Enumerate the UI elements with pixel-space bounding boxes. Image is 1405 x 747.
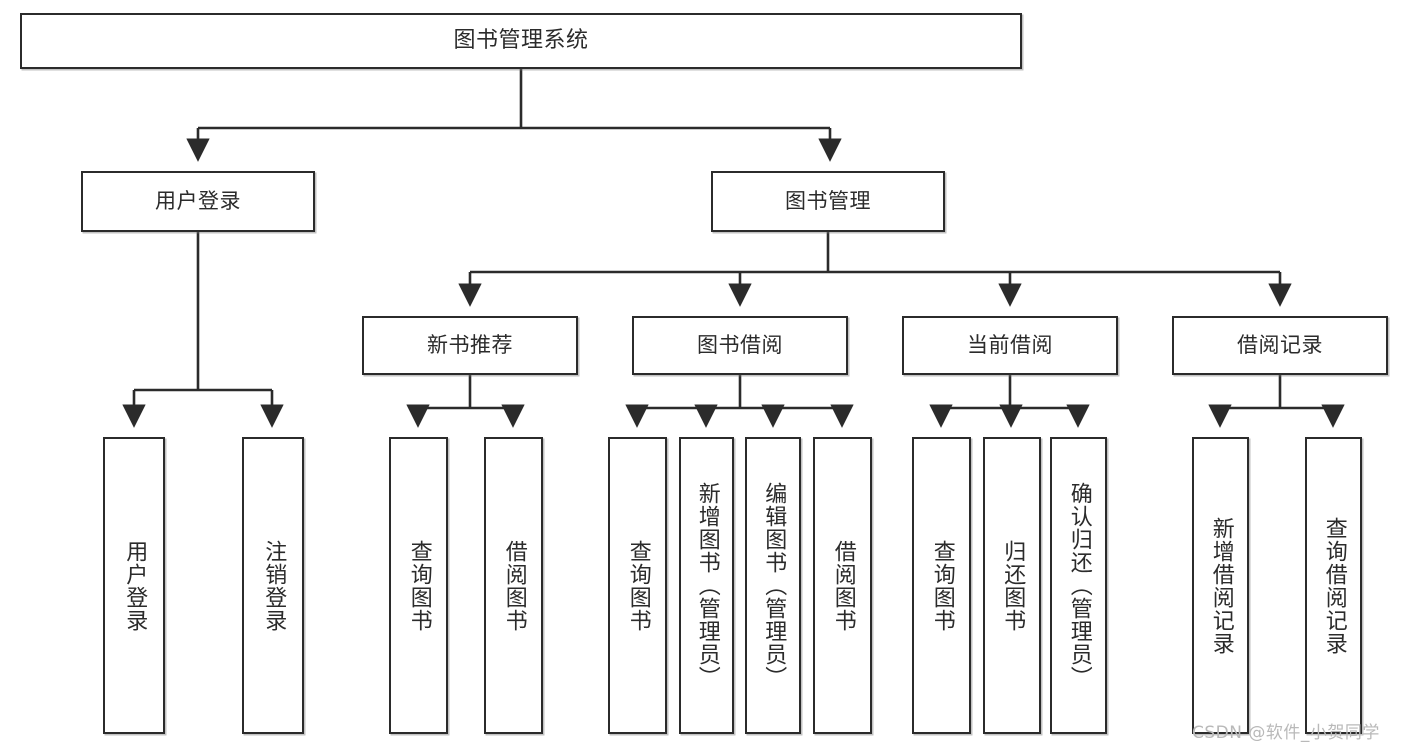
node-level3[interactable]: 借阅记录 bbox=[1172, 316, 1388, 375]
node-label: 图书管理 bbox=[785, 188, 871, 213]
node-level3[interactable]: 图书借阅 bbox=[632, 316, 848, 375]
node-label: 确认归还（管理员） bbox=[1066, 482, 1092, 689]
node-label: 借阅图书 bbox=[501, 539, 527, 632]
watermark-text: CSDN @软件_小贺同学 bbox=[1192, 723, 1380, 743]
node-level3[interactable]: 当前借阅 bbox=[902, 316, 1118, 375]
node-leaf[interactable]: 用户登录 bbox=[103, 437, 165, 734]
node-leaf[interactable]: 查询图书 bbox=[608, 437, 667, 734]
node-label: 新书推荐 bbox=[427, 332, 513, 357]
node-label: 用户登录 bbox=[122, 539, 148, 632]
node-level2[interactable]: 图书管理 bbox=[711, 171, 945, 232]
node-leaf[interactable]: 查询图书 bbox=[912, 437, 971, 734]
node-label: 图书借阅 bbox=[697, 332, 783, 357]
node-label: 新增借阅记录 bbox=[1208, 516, 1234, 655]
node-label: 归还图书 bbox=[1000, 539, 1026, 632]
node-leaf[interactable]: 新增借阅记录 bbox=[1192, 437, 1249, 734]
node-label: 查询图书 bbox=[929, 539, 955, 632]
node-leaf[interactable]: 借阅图书 bbox=[484, 437, 543, 734]
node-level2[interactable]: 用户登录 bbox=[81, 171, 315, 232]
node-leaf[interactable]: 新增图书（管理员） bbox=[679, 437, 734, 734]
node-leaf[interactable]: 确认归还（管理员） bbox=[1050, 437, 1107, 734]
node-label: 查询借阅记录 bbox=[1321, 516, 1347, 655]
node-leaf[interactable]: 编辑图书（管理员） bbox=[745, 437, 801, 734]
node-label: 用户登录 bbox=[155, 188, 241, 213]
node-label: 查询图书 bbox=[406, 539, 432, 632]
node-label: 编辑图书（管理员） bbox=[761, 482, 787, 689]
node-root[interactable]: 图书管理系统 bbox=[20, 13, 1022, 69]
node-label: 借阅记录 bbox=[1237, 332, 1323, 357]
node-label: 新增图书（管理员） bbox=[694, 482, 720, 689]
node-label: 当前借阅 bbox=[967, 332, 1053, 357]
node-leaf[interactable]: 查询图书 bbox=[389, 437, 448, 734]
node-label: 查询图书 bbox=[625, 539, 651, 632]
node-label: 借阅图书 bbox=[830, 539, 856, 632]
node-leaf[interactable]: 查询借阅记录 bbox=[1305, 437, 1362, 734]
node-label: 图书管理系统 bbox=[453, 27, 589, 53]
node-label: 注销登录 bbox=[261, 539, 287, 632]
node-leaf[interactable]: 借阅图书 bbox=[813, 437, 872, 734]
node-level3[interactable]: 新书推荐 bbox=[362, 316, 578, 375]
node-leaf[interactable]: 注销登录 bbox=[242, 437, 304, 734]
node-leaf[interactable]: 归还图书 bbox=[983, 437, 1041, 734]
